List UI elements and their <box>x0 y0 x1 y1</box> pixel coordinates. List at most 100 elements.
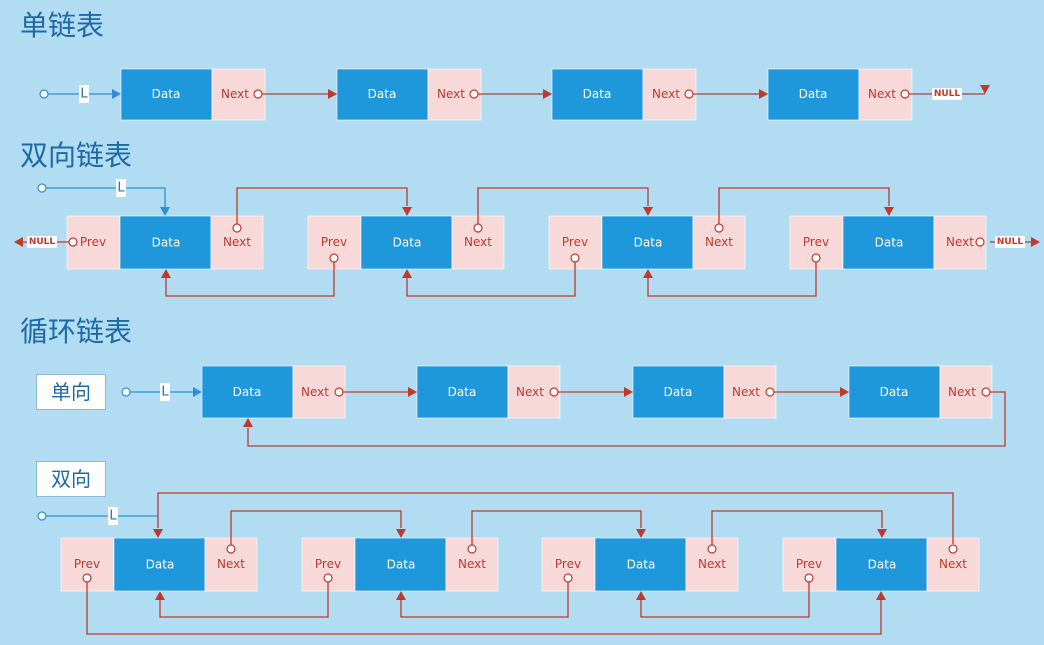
doubly-node-1-data-label: Data <box>152 236 181 250</box>
doubly-node-4-next-label: Next <box>946 235 974 249</box>
doubly-head-pointer-line <box>46 187 166 210</box>
singly-node-4-data-label: Data <box>799 87 828 101</box>
doubly-left-null-arrowhead <box>14 237 23 247</box>
pointer-dot <box>981 387 991 397</box>
doubly-left-null-label: NULL <box>29 237 56 247</box>
doubly-right-null-label: NULL <box>997 237 1024 247</box>
circular-two-way-head-label-l: L <box>109 509 117 524</box>
circular-two-way-node-3-data-label: Data <box>627 558 656 572</box>
singly-node-3-data-cell <box>551 68 644 121</box>
pointer-dot <box>323 573 333 583</box>
circular-one-way-node-4-data-cell <box>848 365 941 419</box>
pointer-dot <box>473 223 483 233</box>
singly-node-2-data-cell <box>336 68 429 121</box>
pointer-dot <box>467 544 477 554</box>
circular-one-way-node-1-data-label: Data <box>233 385 262 399</box>
arrowhead <box>193 387 202 397</box>
doubly-prev-link-1 <box>165 262 335 297</box>
doubly-node-4-data-cell <box>842 215 935 270</box>
title-circular-linked-list: 循环链表 <box>20 315 133 348</box>
arrowhead <box>877 529 887 538</box>
pointer-dot <box>563 573 573 583</box>
pointer-dot <box>765 387 775 397</box>
doubly-left-null-label-bg <box>27 236 57 248</box>
doubly-prev-link-3 <box>647 262 817 297</box>
singly-node-1-next-dot <box>253 89 263 99</box>
arrowhead <box>161 269 171 278</box>
label-circular-one-way: 单向 <box>36 374 106 410</box>
circular-two-way-prev-link-2 <box>400 582 569 618</box>
circular-two-way-next-link-1 <box>230 510 402 545</box>
singly-node-3-next-label: Next <box>652 87 680 101</box>
singly-node-1-next-cell <box>211 68 266 121</box>
pointer-dot <box>232 223 242 233</box>
circular-one-way-node-3-next-label: Next <box>732 385 760 399</box>
doubly-node-4-data-label: Data <box>875 236 904 250</box>
arrowhead <box>155 591 165 600</box>
circular-one-way-node-3-data-cell <box>632 365 725 419</box>
circular-two-way-node-1-data-cell <box>113 537 206 592</box>
circular-one-way-node-3-data-label: Data <box>664 385 693 399</box>
pointer-dot <box>714 223 724 233</box>
circular-two-way-top-loop <box>157 492 954 544</box>
pointer-dot <box>82 573 92 583</box>
arrowhead <box>876 591 886 600</box>
circular-two-way-head-label-l-bg <box>108 507 118 525</box>
doubly-node-2-next-label: Next <box>464 235 492 249</box>
doubly-head-label-l-bg <box>116 179 126 197</box>
arrowhead <box>643 269 653 278</box>
arrowhead <box>153 529 163 538</box>
head-arrowhead <box>112 89 121 99</box>
pointer-dot <box>570 253 580 263</box>
head-label-l-bg <box>79 85 89 103</box>
title-doubly-linked-list: 双向链表 <box>20 139 133 172</box>
arrowhead <box>328 89 337 99</box>
singly-node-4-next-label: Next <box>868 87 896 101</box>
doubly-node-1-data-cell <box>119 215 212 270</box>
circular-two-way-node-1-data-label: Data <box>146 558 175 572</box>
doubly-node-2-data-label: Data <box>393 236 422 250</box>
doubly-node-3-next-label: Next <box>705 235 733 249</box>
singly-node-4-next-dot <box>900 89 910 99</box>
singly-node-4-data-cell <box>767 68 860 121</box>
circular-two-way-next-link-3 <box>711 510 883 545</box>
doubly-next-link-2 <box>477 187 649 224</box>
doubly-head-label-l: L <box>117 181 125 196</box>
circular-two-way-start-dot <box>37 511 47 521</box>
circular-one-way-loop-back <box>247 391 1006 447</box>
circular-two-way-prev-link-3 <box>640 582 810 618</box>
circular-one-way-node-2-next-label: Next <box>516 385 544 399</box>
doubly-start-dot <box>37 183 47 193</box>
circular-one-way-node-1-next-label: Next <box>301 385 329 399</box>
pointer-dot <box>226 544 236 554</box>
doubly-node-3-data-label: Data <box>634 236 663 250</box>
pointer-dot <box>804 573 814 583</box>
doubly-node-2-prev-label: Prev <box>321 235 347 249</box>
pointer-dot <box>334 387 344 397</box>
arrowhead <box>643 207 653 216</box>
circular-two-way-node-4-next-label: Next <box>939 557 967 571</box>
circular-one-way-node-2-data-label: Data <box>448 385 477 399</box>
doubly-node-1-next-label: Next <box>223 235 251 249</box>
arrowhead <box>543 89 552 99</box>
circular-two-way-bottom-loop <box>86 582 882 635</box>
pointer-dot <box>975 237 985 247</box>
circular-two-way-node-2-next-label: Next <box>458 557 486 571</box>
circular-one-way-start-dot <box>121 387 131 397</box>
singly-node-1-data-cell <box>120 68 213 121</box>
arrowhead <box>624 387 633 397</box>
circular-two-way-prev-link-1 <box>159 582 329 618</box>
arrowhead <box>396 529 406 538</box>
singly-node-3-data-label: Data <box>583 87 612 101</box>
circular-two-way-node-3-next-label: Next <box>698 557 726 571</box>
circular-one-way-head-label-l: L <box>161 385 169 400</box>
arrowhead <box>884 207 894 216</box>
circular-two-way-node-3-prev-label: Prev <box>555 557 581 571</box>
singly-node-1-next-label: Next <box>221 87 249 101</box>
arrowhead <box>840 387 849 397</box>
singly-null-label: NULL <box>934 89 961 99</box>
doubly-node-4-prev-label: Prev <box>803 235 829 249</box>
circular-two-way-node-1-next-label: Next <box>217 557 245 571</box>
circular-two-way-node-4-data-label: Data <box>868 558 897 572</box>
doubly-next-link-1 <box>236 187 408 224</box>
